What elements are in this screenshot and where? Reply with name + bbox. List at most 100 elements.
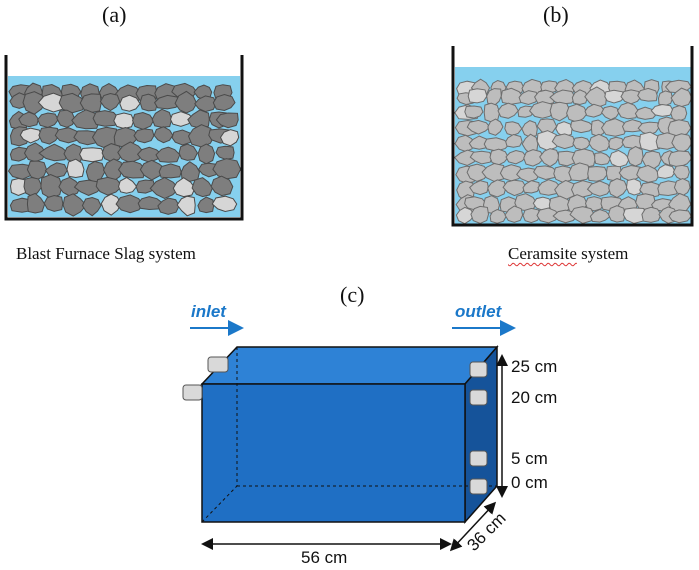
- ceramsite-stones: [453, 78, 693, 225]
- stone: [584, 103, 606, 118]
- stone: [641, 206, 662, 223]
- stone: [464, 105, 484, 119]
- stone: [102, 158, 123, 182]
- stone: [487, 118, 504, 136]
- stone: [37, 112, 59, 129]
- stone: [194, 95, 217, 113]
- stone: [113, 112, 135, 130]
- stone: [62, 193, 87, 217]
- stone: [536, 207, 560, 224]
- stone: [572, 136, 591, 151]
- slag-stones: [7, 82, 242, 217]
- stone: [626, 145, 644, 167]
- stone: [636, 164, 661, 183]
- stone: [73, 130, 100, 146]
- stone: [481, 162, 506, 182]
- stone: [609, 149, 630, 168]
- panel-label-a: (a): [102, 2, 127, 27]
- stone: [22, 91, 47, 115]
- stone: [650, 103, 674, 117]
- stone: [600, 105, 620, 121]
- stone: [600, 118, 628, 137]
- panel-label-c: (c): [340, 282, 365, 307]
- stone: [137, 196, 164, 211]
- stone: [54, 127, 81, 144]
- height-label-25: 25 cm: [511, 357, 558, 376]
- stone: [215, 112, 239, 129]
- stone: [637, 121, 660, 136]
- panel-label-b: (b): [543, 2, 569, 27]
- stone: [172, 177, 196, 198]
- stone: [71, 109, 101, 130]
- stone: [92, 110, 120, 127]
- stone: [9, 177, 29, 197]
- stone: [489, 148, 509, 166]
- tank-front-face: [201, 383, 466, 523]
- slag-container: [4, 55, 244, 221]
- stone: [549, 101, 571, 122]
- stone: [618, 164, 644, 182]
- stone: [95, 176, 123, 196]
- stone: [625, 178, 643, 196]
- caption-ceramsite-rest: system: [576, 244, 629, 263]
- stone: [622, 207, 646, 224]
- stone: [133, 128, 155, 144]
- stone: [672, 164, 690, 181]
- stone: [26, 160, 48, 180]
- stone: [18, 111, 39, 128]
- caption-ceramsite: Ceramsite system: [508, 244, 628, 264]
- stone: [604, 89, 626, 104]
- stone: [671, 133, 693, 154]
- length-label: 56 cm: [301, 548, 348, 567]
- stone: [486, 88, 502, 107]
- stone: [197, 162, 220, 178]
- stone: [608, 136, 625, 151]
- stone: [100, 193, 122, 216]
- stone: [588, 133, 611, 153]
- caption-slag: Blast Furnace Slag system: [16, 244, 196, 263]
- stone: [587, 165, 609, 182]
- stone: [551, 133, 576, 150]
- stone: [637, 87, 658, 102]
- stone: [518, 90, 539, 106]
- stone: [657, 180, 680, 197]
- stone: [594, 152, 612, 166]
- stone: [489, 208, 507, 224]
- stone: [153, 94, 180, 110]
- stone: [215, 145, 235, 160]
- stone: [58, 92, 86, 114]
- stone: [178, 143, 198, 161]
- stone: [500, 87, 524, 105]
- stone: [568, 162, 591, 182]
- hidden-edge-diagonal: [201, 485, 238, 523]
- stone: [620, 89, 642, 105]
- stone: [607, 205, 626, 223]
- stone: [149, 177, 180, 200]
- stone: [467, 88, 488, 104]
- stone: [517, 105, 535, 118]
- stone: [499, 164, 524, 182]
- outlet-pipe-25: [469, 361, 488, 378]
- stone: [73, 179, 104, 196]
- stone: [43, 194, 64, 212]
- stone: [670, 105, 688, 122]
- stone: [470, 205, 490, 224]
- stone: [532, 165, 559, 181]
- stone: [505, 133, 523, 148]
- outlet-pipe-5: [469, 450, 488, 467]
- stone: [569, 206, 595, 224]
- stone: [174, 90, 198, 114]
- stone: [169, 111, 195, 127]
- stone: [656, 164, 676, 179]
- stone: [157, 197, 180, 215]
- stone: [79, 147, 105, 163]
- stone: [522, 207, 541, 224]
- stone: [38, 126, 60, 145]
- stone: [502, 179, 527, 197]
- stone: [44, 162, 68, 178]
- stone: [79, 93, 102, 114]
- stone: [66, 158, 85, 179]
- stone: [38, 143, 69, 162]
- stone: [571, 148, 596, 169]
